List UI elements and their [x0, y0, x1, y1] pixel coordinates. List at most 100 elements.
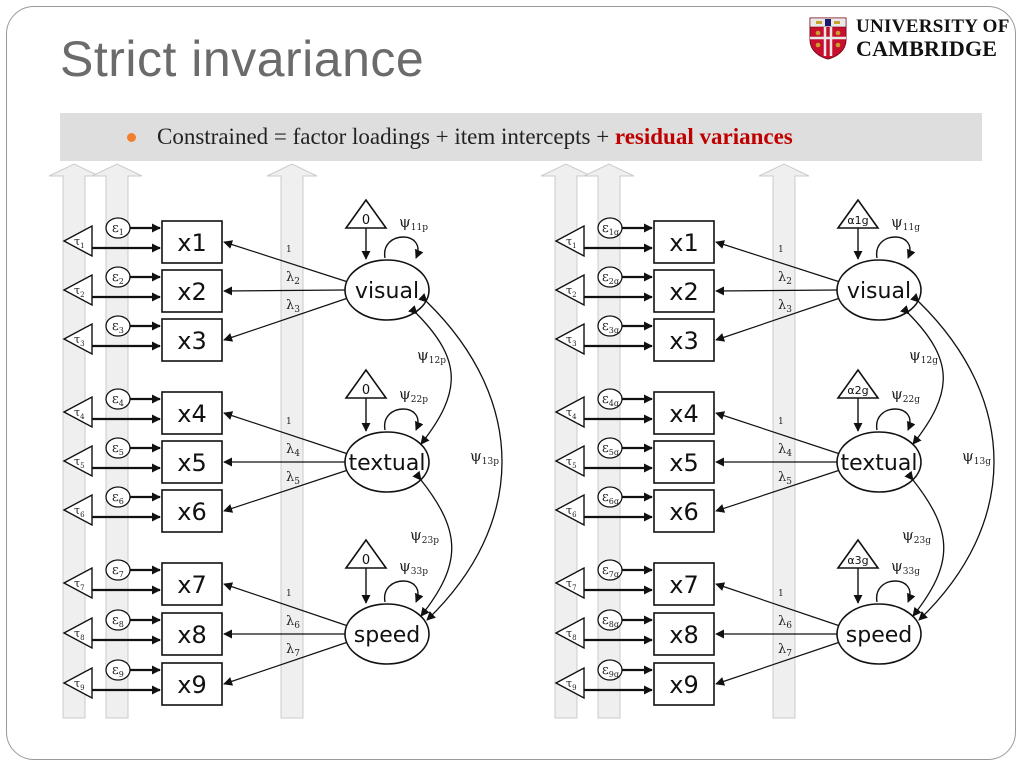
- loading-label-speed-3: λ7: [286, 642, 300, 659]
- loading-arrow-speed-3: [223, 641, 349, 686]
- item-box-x8: [653, 612, 715, 656]
- residual-label-1: ε1: [112, 221, 124, 237]
- variance-loop-visual: [384, 236, 424, 259]
- university-logo: UNIVERSITY OF CAMBRIDGE: [808, 16, 1009, 62]
- item-label-x6: x6: [669, 498, 698, 526]
- covariance-arc-23: [904, 470, 945, 617]
- variance-label-speed: ψ33p: [399, 557, 428, 577]
- item-box-x6: [161, 489, 223, 533]
- loading-label-visual-3: λ3: [778, 298, 792, 315]
- intercept-label-9: τ9: [74, 677, 85, 692]
- loading-label-textual-1: 1: [286, 417, 292, 427]
- item-box-x7: [161, 562, 223, 606]
- intercept-label-8: τ8: [74, 627, 85, 642]
- intercept-label-4: τ4: [74, 406, 85, 421]
- covariance-arc-23: [412, 470, 453, 617]
- item-box-x6: [653, 489, 715, 533]
- loading-arrow-visual-2: [715, 286, 838, 296]
- factor-label-speed: speed: [354, 623, 420, 648]
- intercept-label-8: τ8: [566, 627, 577, 642]
- covariance-label-13: ψ13p: [470, 447, 499, 467]
- item-label-x1: x1: [669, 229, 698, 257]
- residual-label-2: ε2g: [602, 270, 619, 286]
- intercept-triangle-8: [62, 616, 93, 650]
- residual-label-4: ε4g: [602, 392, 619, 408]
- intercept-label-9: τ9: [566, 677, 577, 692]
- residual-label-3: ε3g: [602, 319, 619, 335]
- item-label-x6: x6: [177, 498, 206, 526]
- item-box-x9: [653, 662, 715, 706]
- covariance-label-13: ψ13g: [962, 447, 991, 467]
- loading-label-textual-1: 1: [778, 417, 784, 427]
- intercept-triangle-5: [62, 444, 93, 478]
- item-label-x3: x3: [669, 327, 698, 355]
- loading-label-speed-1: 1: [778, 589, 784, 599]
- loading-label-textual-3: λ5: [286, 470, 300, 487]
- factor-label-textual: textual: [349, 451, 426, 476]
- loading-label-visual-2: λ2: [286, 270, 300, 287]
- item-box-x2: [653, 269, 715, 313]
- residual-label-3: ε3: [112, 319, 124, 335]
- covariance-arc-13: [418, 293, 503, 621]
- item-label-x5: x5: [669, 449, 698, 477]
- loading-arrow-textual-1: [715, 411, 841, 455]
- intercept-label-5: τ5: [566, 455, 577, 470]
- residual-label-9: ε9: [112, 663, 124, 679]
- residual-label-2: ε2: [112, 270, 124, 286]
- intercept-triangle-9: [62, 666, 93, 700]
- item-label-x4: x4: [669, 400, 698, 428]
- loading-arrow-visual-3: [715, 297, 841, 342]
- item-label-x8: x8: [177, 621, 206, 649]
- page-title: Strict invariance: [60, 31, 425, 87]
- intercept-triangle-2: [554, 273, 585, 307]
- intercept-label-7: τ7: [566, 577, 577, 592]
- variance-label-textual: ψ22p: [399, 385, 428, 405]
- covariance-label-23: ψ23p: [410, 526, 439, 546]
- logo-cambridge: CAMBRIDGE: [856, 36, 998, 61]
- crest-icon: [809, 17, 847, 60]
- item-box-x1: [161, 220, 223, 264]
- intercept-triangle-1: [554, 224, 585, 258]
- bullet-highlight: residual variances: [614, 124, 793, 149]
- item-label-x5: x5: [177, 449, 206, 477]
- mean-label-visual: 0: [362, 213, 370, 228]
- factor-ellipse-speed: [344, 603, 430, 665]
- residual-label-6: ε6: [112, 490, 124, 506]
- intercept-triangle-7: [554, 566, 585, 600]
- item-box-x8: [161, 612, 223, 656]
- intercept-label-6: τ6: [566, 504, 577, 519]
- intercept-label-1: τ1: [74, 235, 85, 250]
- factor-label-speed: speed: [846, 623, 912, 648]
- variance-loop-textual: [876, 408, 916, 431]
- residual-label-1: ε1g: [602, 221, 619, 237]
- item-label-x4: x4: [177, 400, 206, 428]
- item-box-x3: [161, 318, 223, 362]
- bullet-prefix: Constrained = factor loadings + item int…: [157, 124, 615, 149]
- intercept-triangle-5: [554, 444, 585, 478]
- loading-arrow-textual-3: [223, 469, 349, 513]
- intercept-triangle-2: [62, 273, 93, 307]
- variance-label-speed: ψ33g: [891, 557, 920, 577]
- intercept-triangle-7: [62, 566, 93, 600]
- loading-label-visual-1: 1: [286, 245, 292, 255]
- loading-label-visual-3: λ3: [286, 298, 300, 315]
- mean-label-textual: α2g: [847, 384, 868, 397]
- residual-label-8: ε8g: [602, 613, 619, 629]
- intercept-triangle-4: [62, 395, 93, 429]
- loading-arrow-visual-3: [223, 297, 349, 342]
- slide-frame: [6, 6, 1016, 760]
- item-label-x8: x8: [669, 621, 698, 649]
- loading-label-speed-3: λ7: [778, 642, 792, 659]
- residual-label-6: ε6g: [602, 490, 619, 506]
- mean-label-speed: α3g: [847, 554, 868, 567]
- intercept-label-3: τ3: [566, 333, 577, 348]
- covariance-arc-12: [900, 305, 944, 445]
- intercept-label-7: τ7: [74, 577, 85, 592]
- item-box-x4: [653, 391, 715, 435]
- item-box-x1: [653, 220, 715, 264]
- item-label-x2: x2: [669, 278, 698, 306]
- intercept-triangle-3: [62, 322, 93, 356]
- bullet-dot-icon: [127, 133, 136, 142]
- arrow-band-3: [758, 163, 810, 719]
- intercept-label-2: τ2: [566, 284, 577, 299]
